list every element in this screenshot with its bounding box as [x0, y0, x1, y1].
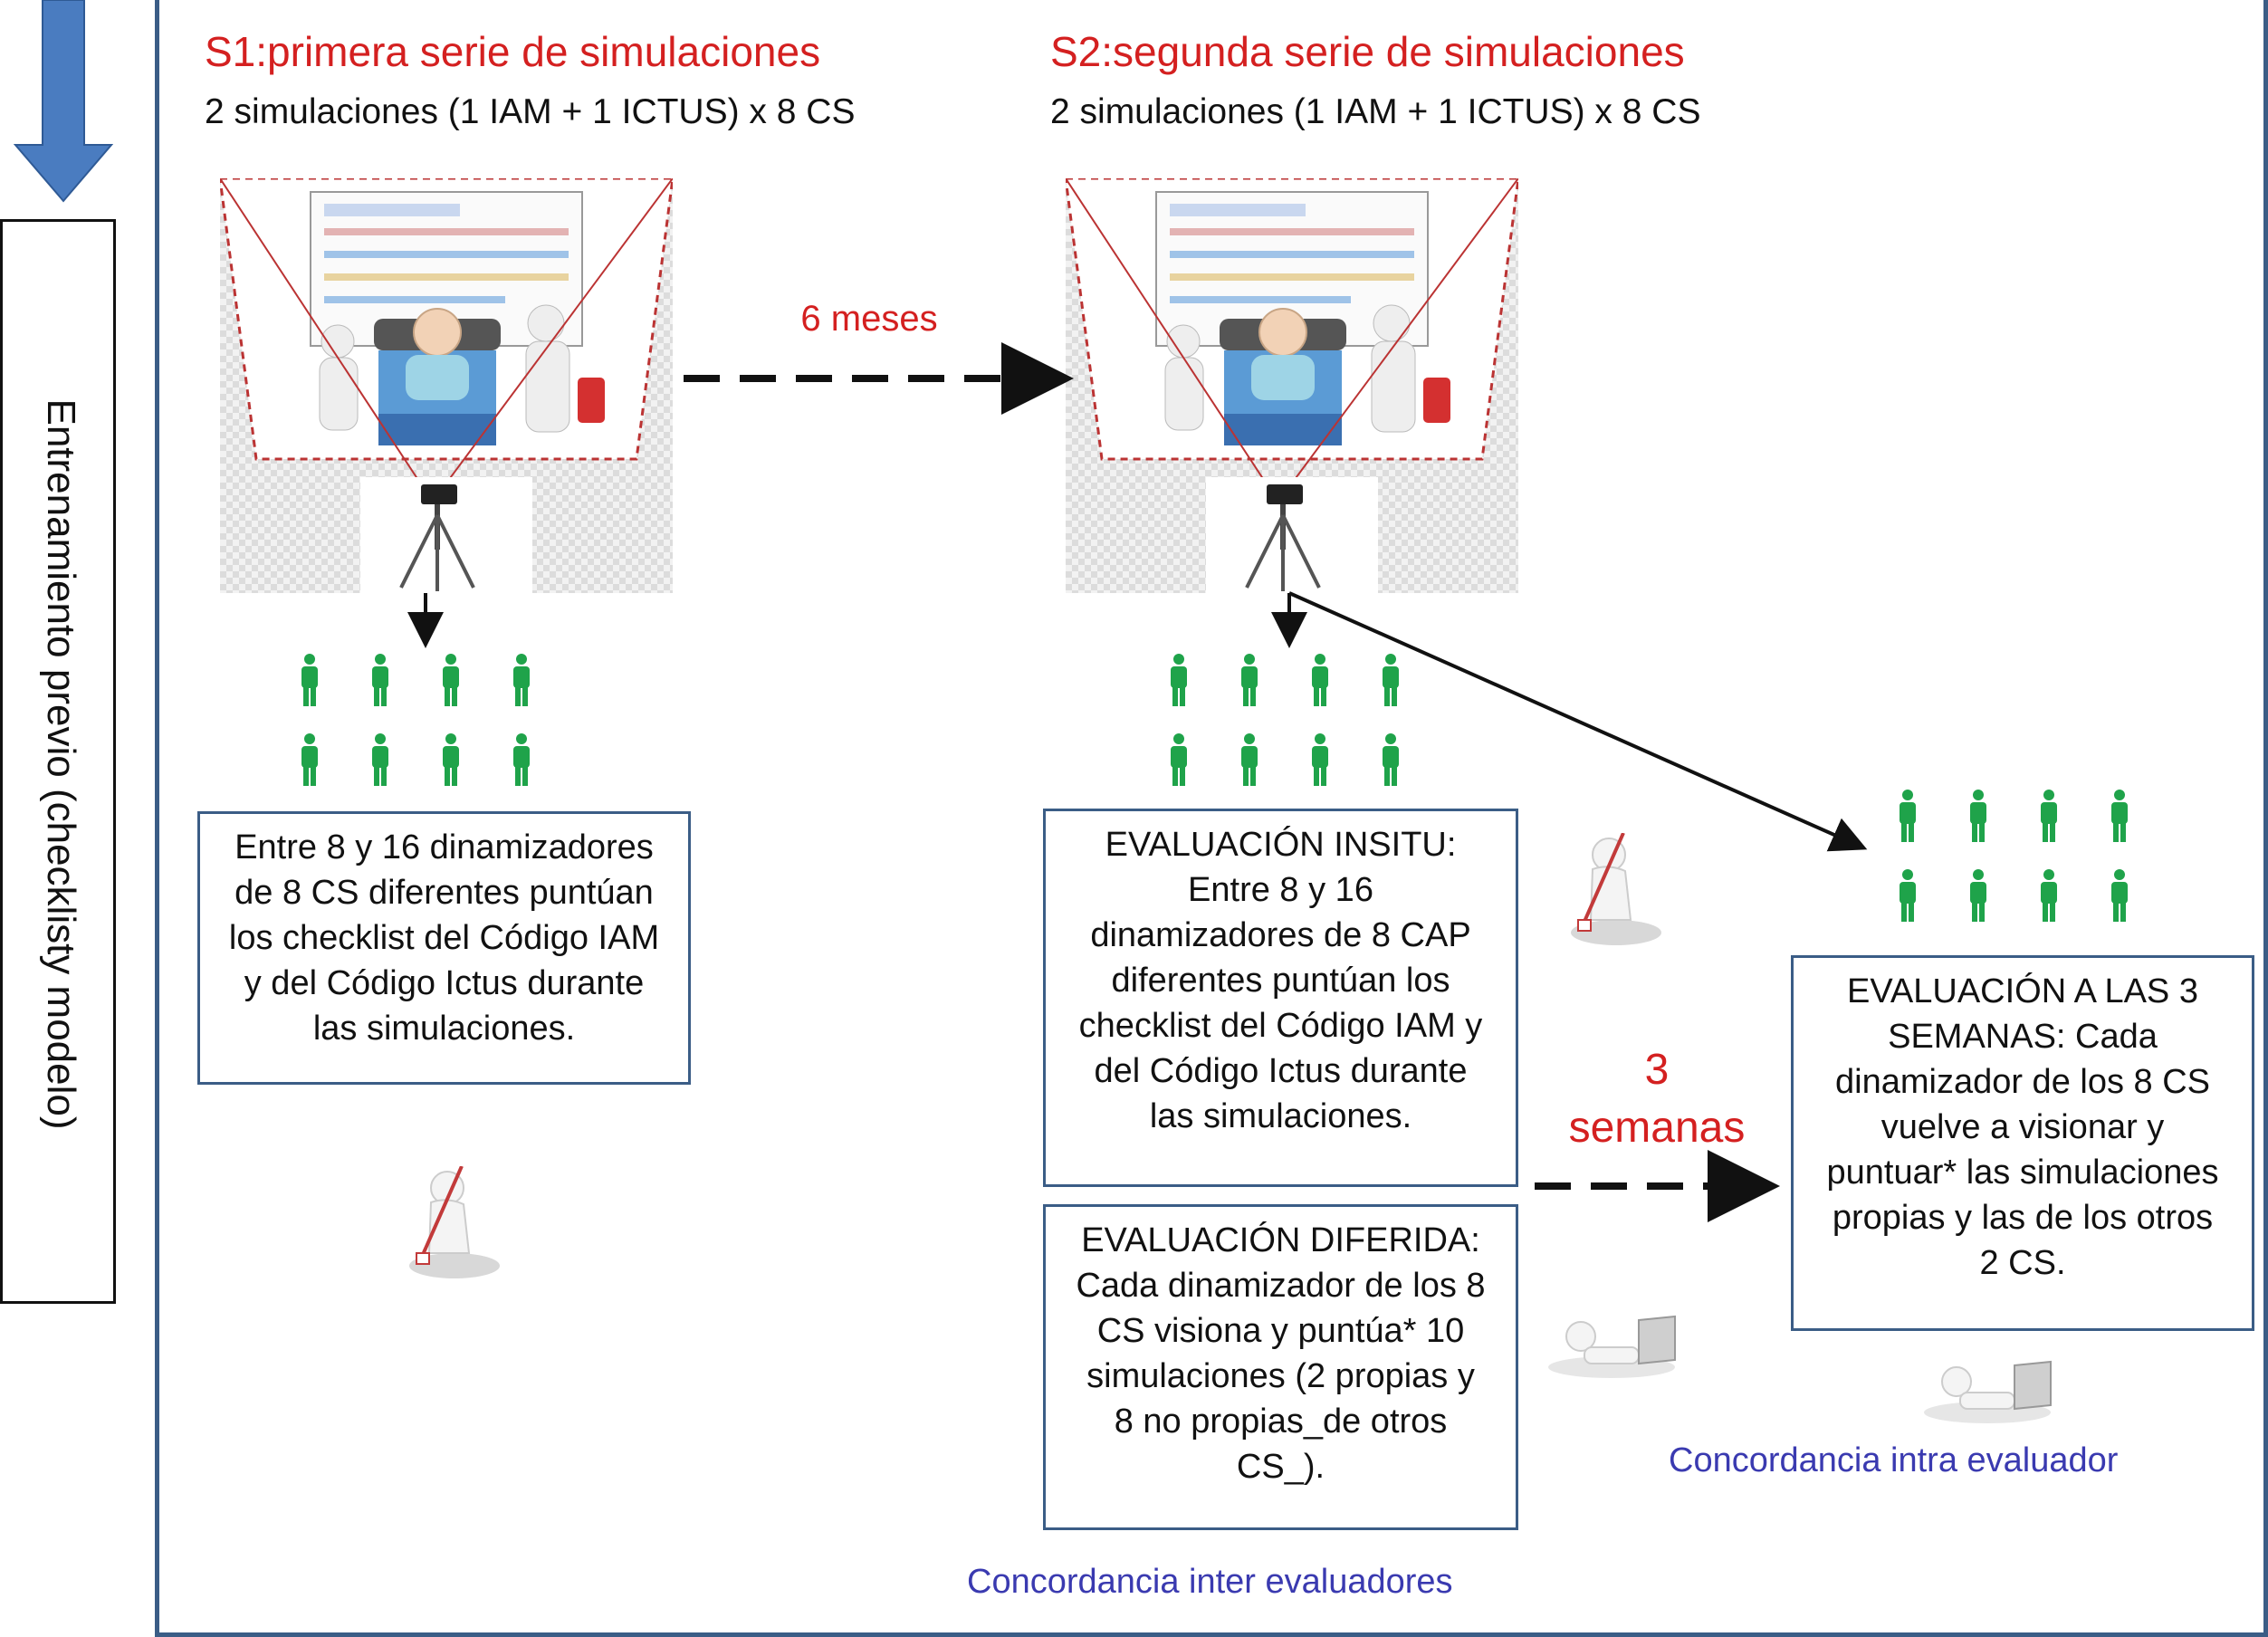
main-frame	[155, 0, 2268, 1637]
label-concordancia-inter: Concordancia inter evaluadores	[967, 1563, 1453, 1601]
interval-3-semanas: 3 semanas	[1568, 1046, 1746, 1152]
laptop-figure-icon	[1548, 1316, 1676, 1379]
writing-figure-icon	[409, 1166, 500, 1280]
writing-figure-icon	[1571, 833, 1661, 947]
people-group-s1	[301, 654, 530, 786]
series2-subtitle: 2 simulaciones (1 IAM + 1 ICTUS) x 8 CS	[1050, 92, 1701, 131]
box-evaluacion-diferida: EVALUACIÓN DIFERIDA: Cada dinamizador de…	[1043, 1204, 1518, 1530]
box-evaluacion-3-semanas: EVALUACIÓN A LAS 3 SEMANAS: Cada dinamiz…	[1791, 955, 2254, 1331]
series1-subtitle: 2 simulaciones (1 IAM + 1 ICTUS) x 8 CS	[205, 92, 856, 131]
arrow-diagonal	[1288, 591, 1868, 852]
label-concordancia-intra: Concordancia intra evaluador	[1669, 1441, 2119, 1479]
sidebar-label-box: Entrenamiento previo (checklisty modelo)	[0, 219, 116, 1304]
series2-title: S2:segunda serie de simulaciones	[1050, 28, 1685, 75]
people-group-s2	[1171, 654, 1399, 786]
interval-6-meses: 6 meses	[800, 299, 938, 339]
laptop-figure-icon	[1924, 1361, 2052, 1424]
people-group-3semanas	[1900, 790, 2128, 922]
box-evaluacion-insitu: EVALUACIÓN INSITU: Entre 8 y 16 dinamiza…	[1043, 809, 1518, 1187]
box-s1-description: Entre 8 y 16 dinamizadores de 8 CS difer…	[197, 811, 691, 1085]
series1-title: S1:primera serie de simulaciones	[205, 28, 821, 75]
down-arrow-icon	[14, 0, 113, 203]
